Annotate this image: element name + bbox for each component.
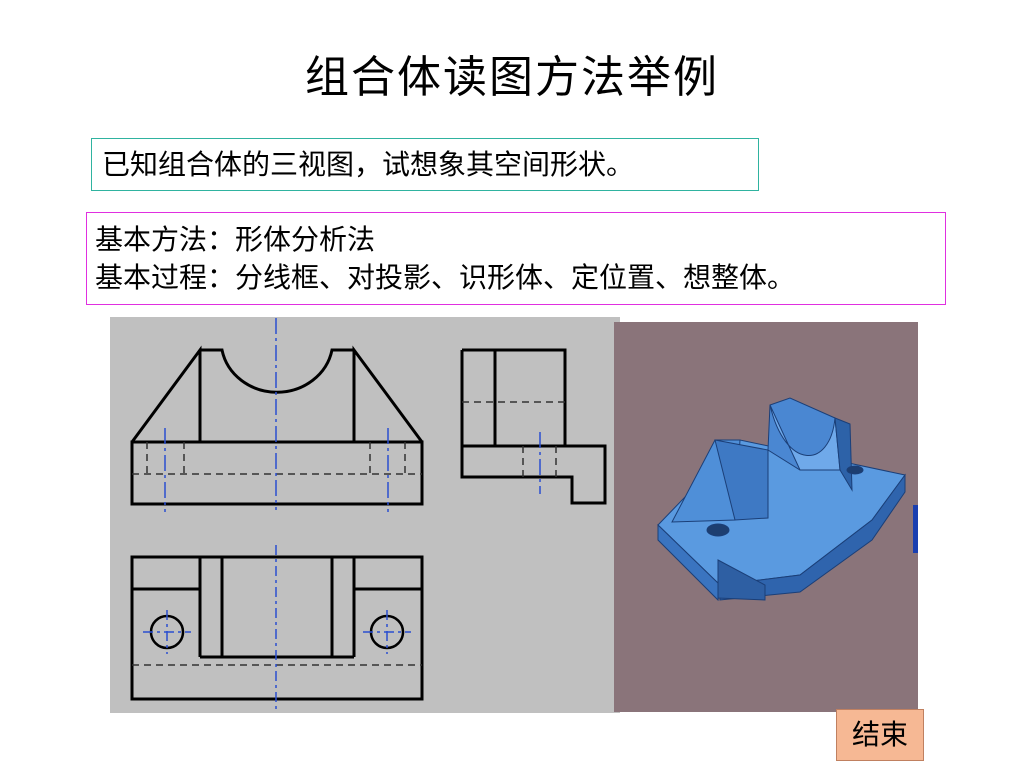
- basic-method-line: 基本方法：形体分析法: [95, 223, 376, 256]
- page-title: 组合体读图方法举例: [305, 52, 719, 103]
- side-view-outline: [460, 348, 607, 505]
- end-button[interactable]: 结束: [836, 709, 924, 761]
- top-view-outline: [130, 555, 424, 701]
- front-view-left-rib: [130, 345, 202, 443]
- method-box: 基本方法：形体分析法 基本过程：分线框、对投影、识形体、定位置、想整体。: [86, 212, 946, 305]
- 3d-model-render: [657, 397, 906, 602]
- front-view-hidden-lines: [132, 442, 422, 475]
- three-view-drawing-panel: [110, 317, 620, 713]
- given-statement: 已知组合体的三视图，试想象其空间形状。: [91, 138, 759, 191]
- front-view-centerlines: [164, 318, 389, 512]
- side-view-hidden-lines: [462, 401, 565, 477]
- basic-process-line: 基本过程：分线框、对投影、识形体、定位置、想整体。: [95, 261, 796, 294]
- top-view: [130, 555, 424, 701]
- top-view-centerlines: [143, 545, 411, 712]
- front-view-saddle-cut: [200, 348, 354, 394]
- front-view-base: [130, 440, 424, 506]
- model-edge-mark: [913, 505, 918, 553]
- side-view: [460, 348, 607, 505]
- front-view: [130, 345, 424, 506]
